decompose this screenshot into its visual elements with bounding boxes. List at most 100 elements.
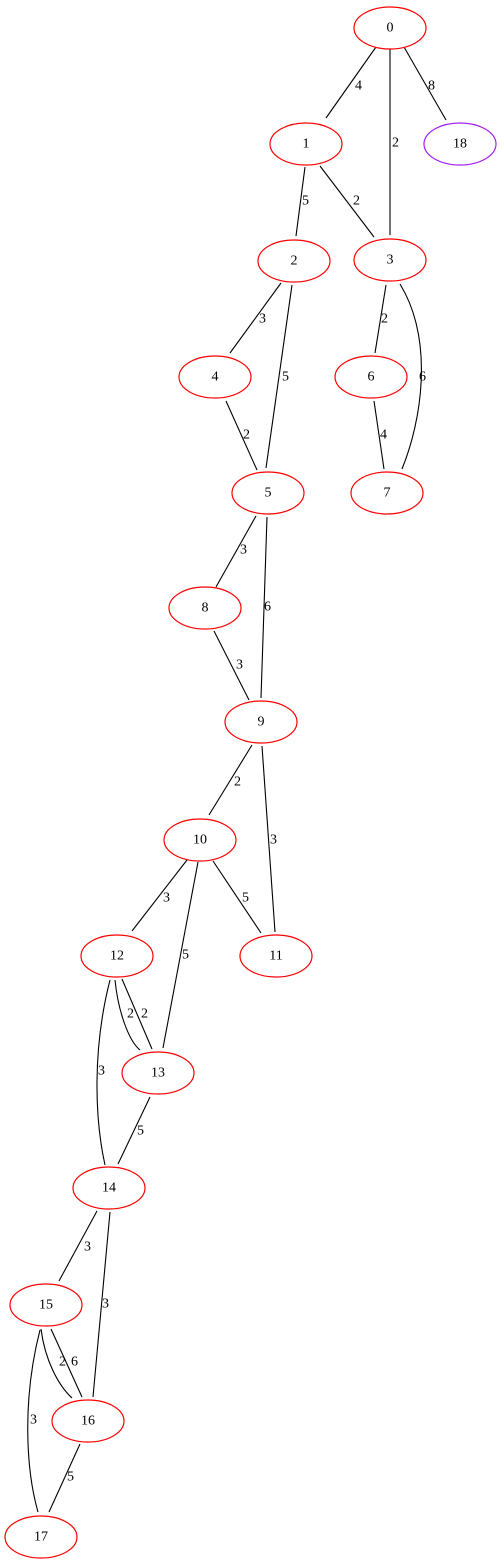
edge-10-11 xyxy=(212,860,262,934)
edge-5-9 xyxy=(260,516,268,699)
edge-6-7 xyxy=(373,400,385,470)
edge-16-17-weight: 5 xyxy=(67,1470,74,1485)
node-9-label: 9 xyxy=(258,715,265,730)
node-1-ellipse xyxy=(269,122,343,166)
edge-5-8-weight: 3 xyxy=(240,543,247,558)
edge-12-13-b-weight: 2 xyxy=(141,1007,148,1022)
edge-10-11-weight: 5 xyxy=(242,891,249,906)
node-1-label: 1 xyxy=(303,137,310,152)
edge-12-14 xyxy=(96,979,111,1166)
node-12-ellipse xyxy=(80,934,154,978)
node-10-ellipse xyxy=(163,818,237,862)
edge-15-16-a-weight: 2 xyxy=(59,1355,66,1370)
edge-9-11 xyxy=(261,745,276,933)
edge-3-7-weight: 6 xyxy=(419,370,426,385)
edge-0-1-weight: 4 xyxy=(355,79,362,94)
edge-0-1 xyxy=(325,46,377,119)
node-11-label: 11 xyxy=(269,949,282,964)
node-5: 5 xyxy=(231,471,305,515)
edge-2-4 xyxy=(229,282,282,354)
edge-9-10 xyxy=(208,744,253,816)
node-4: 4 xyxy=(178,355,252,399)
edge-1-2-weight: 5 xyxy=(302,194,309,209)
node-7: 7 xyxy=(350,471,424,515)
edge-12-13-a-weight: 2 xyxy=(127,1007,134,1022)
node-8-ellipse xyxy=(168,586,242,630)
node-9: 9 xyxy=(224,700,298,744)
edge-10-12 xyxy=(131,859,188,932)
node-17-ellipse xyxy=(4,1515,78,1559)
edge-15-17-weight: 3 xyxy=(30,1413,37,1428)
node-16-label: 16 xyxy=(81,1414,95,1429)
node-15: 15 xyxy=(9,1283,83,1327)
node-0-label: 0 xyxy=(387,21,394,36)
node-14: 14 xyxy=(72,1166,146,1210)
node-13-label: 13 xyxy=(151,1066,165,1081)
edge-12-13-b xyxy=(121,978,153,1050)
edge-3-6 xyxy=(374,284,387,354)
node-10-label: 10 xyxy=(193,833,207,848)
node-18: 18 xyxy=(423,122,497,166)
edge-10-13 xyxy=(162,861,199,1049)
node-7-label: 7 xyxy=(384,486,391,501)
edge-8-9 xyxy=(213,630,250,701)
edge-12-14-weight: 3 xyxy=(98,1064,105,1079)
edge-0-18-weight: 8 xyxy=(428,79,435,94)
edge-2-5 xyxy=(265,284,293,469)
edge-9-11-weight: 3 xyxy=(270,833,277,848)
edges-layer: 4 2 8 5 2 3 5 2 6 2 4 3 6 3 2 3 3 xyxy=(27,46,447,1513)
node-3: 3 xyxy=(353,238,427,282)
edge-13-14 xyxy=(117,1096,151,1165)
edge-2-4-weight: 3 xyxy=(259,312,266,327)
edge-8-9-weight: 3 xyxy=(236,658,243,673)
node-5-ellipse xyxy=(231,471,305,515)
node-3-ellipse xyxy=(353,238,427,282)
node-6-ellipse xyxy=(334,355,408,399)
edge-14-16-weight: 3 xyxy=(102,1297,109,1312)
edge-4-5-weight: 2 xyxy=(243,428,250,443)
node-14-ellipse xyxy=(72,1166,146,1210)
node-8: 8 xyxy=(168,586,242,630)
node-13: 13 xyxy=(121,1051,195,1095)
edge-14-15-weight: 3 xyxy=(84,1240,91,1255)
node-17: 17 xyxy=(4,1515,78,1559)
edge-10-13-weight: 5 xyxy=(182,948,189,963)
node-15-ellipse xyxy=(9,1283,83,1327)
edge-10-12-weight: 3 xyxy=(163,891,170,906)
node-0-ellipse xyxy=(353,6,427,50)
edge-5-8 xyxy=(215,515,257,588)
edge-14-16 xyxy=(92,1211,111,1398)
edge-16-17 xyxy=(48,1443,81,1513)
edge-0-18 xyxy=(403,46,447,121)
node-8-label: 8 xyxy=(202,601,209,616)
node-5-label: 5 xyxy=(265,486,272,501)
node-12: 12 xyxy=(80,934,154,978)
node-17-label: 17 xyxy=(34,1530,48,1545)
edge-6-7-weight: 4 xyxy=(380,428,387,443)
edge-1-3 xyxy=(319,165,375,238)
node-16: 16 xyxy=(51,1399,125,1443)
nodes-layer: 0 1 2 3 4 5 6 7 xyxy=(4,6,497,1559)
edge-12-13-a xyxy=(114,979,141,1051)
edge-0-3-weight: 2 xyxy=(392,136,399,151)
node-6-label: 6 xyxy=(368,370,375,385)
node-12-label: 12 xyxy=(110,949,124,964)
node-11: 11 xyxy=(239,934,313,978)
edge-13-14-weight: 5 xyxy=(137,1124,144,1139)
node-2-label: 2 xyxy=(291,254,298,269)
node-10: 10 xyxy=(163,818,237,862)
edge-15-17 xyxy=(27,1329,41,1513)
edge-14-15 xyxy=(58,1210,98,1282)
node-13-ellipse xyxy=(121,1051,195,1095)
node-4-ellipse xyxy=(178,355,252,399)
edge-2-5-weight: 5 xyxy=(282,370,289,385)
node-7-ellipse xyxy=(350,471,424,515)
edge-5-9-weight: 6 xyxy=(264,600,271,615)
node-16-ellipse xyxy=(51,1399,125,1443)
edge-15-16-a xyxy=(40,1328,73,1399)
node-3-label: 3 xyxy=(387,253,394,268)
edge-9-10-weight: 2 xyxy=(234,775,241,790)
node-6: 6 xyxy=(334,355,408,399)
node-15-label: 15 xyxy=(39,1298,53,1313)
